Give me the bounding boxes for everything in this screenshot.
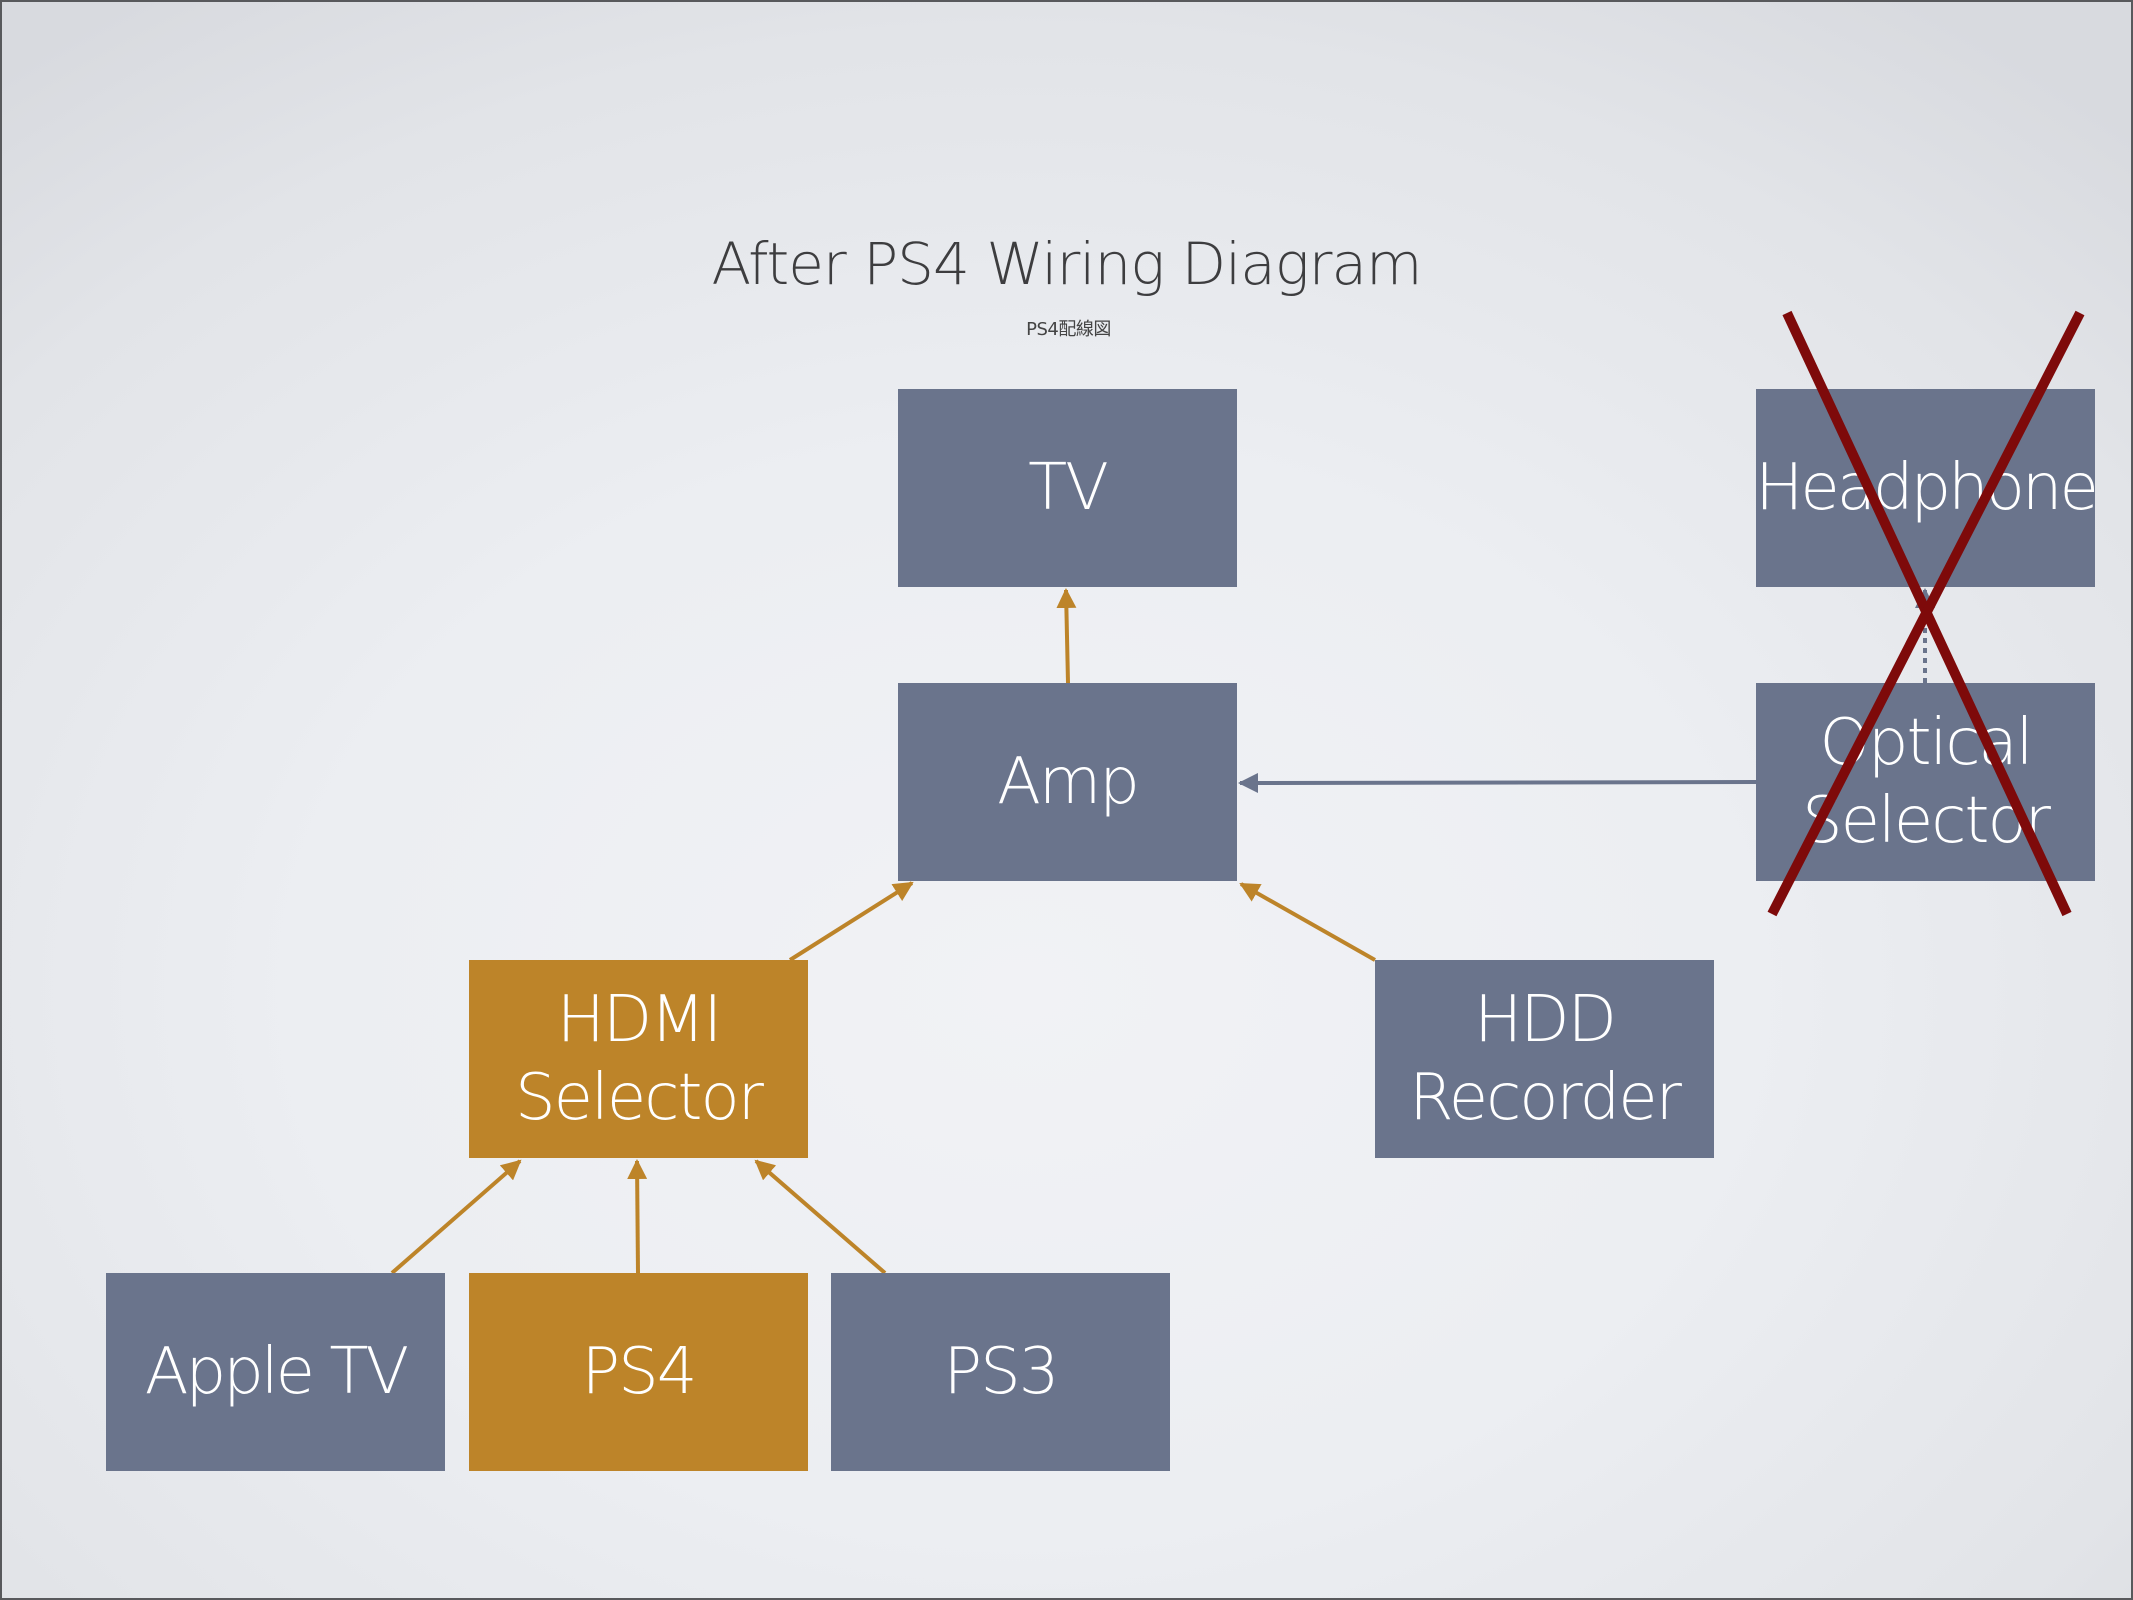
- diagram-subtitle: PS4配線図: [1026, 319, 1111, 340]
- node-amp[interactable]: Amp: [898, 683, 1237, 881]
- node-apple-tv-label: Apple TV: [144, 1335, 409, 1409]
- node-hdmi-selector-label-line1: HDMI: [556, 983, 722, 1057]
- edge-hdmi-selector-to-amp: [788, 881, 914, 962]
- node-optical-selector-label-line2: Selector: [1802, 784, 2051, 858]
- node-ps3[interactable]: PS3: [831, 1273, 1170, 1471]
- node-headphone[interactable]: Headphone: [1755, 389, 2099, 587]
- edge-ps4-to-hdmi-selector: [627, 1159, 648, 1274]
- node-tv[interactable]: TV: [898, 389, 1237, 587]
- node-optical-selector[interactable]: Optical Selector: [1756, 683, 2095, 881]
- edge-amp-to-tv: [1056, 588, 1077, 684]
- edge-hdd-recorder-to-amp: [1239, 882, 1376, 962]
- diagram-title: After PS4 Wiring Diagram: [711, 230, 1422, 298]
- node-hdmi-selector-label-line2: Selector: [515, 1061, 764, 1135]
- node-hdd-recorder-label-line1: HDD: [1474, 983, 1617, 1057]
- node-amp-label: Amp: [997, 745, 1140, 819]
- node-headphone-label: Headphone: [1755, 451, 2099, 525]
- edge-ps3-to-hdmi-selector: [754, 1159, 887, 1275]
- node-ps4[interactable]: PS4: [469, 1273, 808, 1471]
- edge-optical-selector-to-amp: [1238, 772, 1757, 793]
- node-apple-tv[interactable]: Apple TV: [106, 1273, 445, 1471]
- node-tv-label: TV: [1028, 451, 1109, 525]
- node-hdmi-selector[interactable]: HDMI Selector: [469, 960, 808, 1158]
- edge-apple-tv-to-hdmi-selector: [390, 1159, 522, 1275]
- node-hdd-recorder[interactable]: HDD Recorder: [1375, 960, 1714, 1158]
- node-optical-selector-label-line1: Optical: [1819, 706, 2033, 780]
- node-ps4-label: PS4: [581, 1335, 698, 1409]
- node-hdd-recorder-label-line2: Recorder: [1409, 1061, 1682, 1135]
- node-ps3-label: PS3: [943, 1335, 1060, 1409]
